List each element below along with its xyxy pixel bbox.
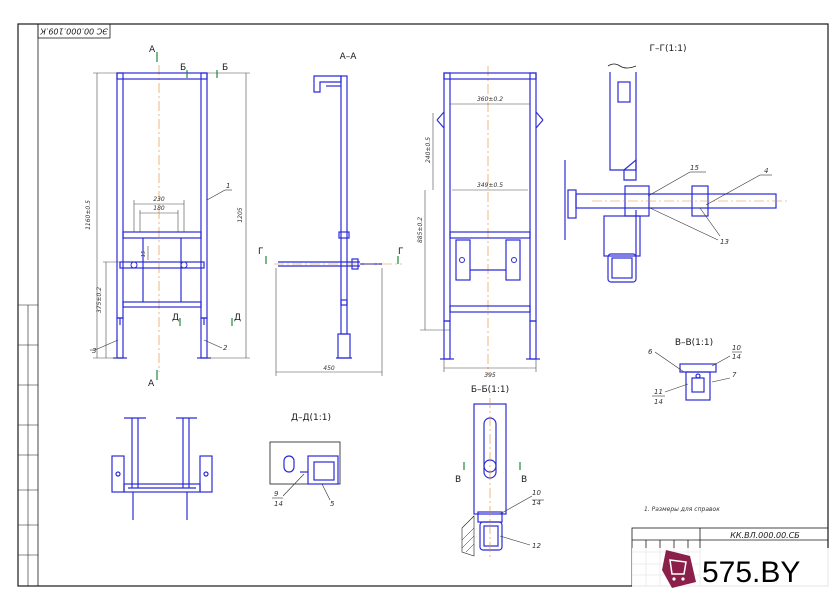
dim-front-left-b: 885±0.2 xyxy=(417,217,424,243)
callout-14-vv2: 14 xyxy=(654,398,663,406)
logo-text: 575.BY xyxy=(702,556,800,589)
callout-15: 15 xyxy=(690,164,699,172)
plan-view xyxy=(111,417,213,520)
sheet-frame xyxy=(17,23,829,587)
cut-label-b-left: Б xyxy=(180,63,186,73)
site-logo: 575.BY xyxy=(632,548,832,592)
dim-lower-height: 375±0.2 xyxy=(96,287,103,313)
section-vv-title: В–В(1:1) xyxy=(675,338,713,348)
callout-7: 7 xyxy=(732,371,737,379)
section-gg-title: Г–Г(1:1) xyxy=(650,44,687,54)
dim-aa-width: 450 xyxy=(323,365,335,372)
cut-label-d-right: Д xyxy=(234,313,241,323)
stamp-code: ЭС 00.000.109.К xyxy=(40,27,109,36)
dim-height-total: 1160±0.5 xyxy=(85,200,92,230)
cut-label-v-right: В xyxy=(521,475,527,485)
callout-11: 11 xyxy=(654,388,663,396)
dim-230: 230 xyxy=(153,196,165,203)
cut-label-b-right: Б xyxy=(222,63,228,73)
callout-10-bb: 10 xyxy=(532,489,541,497)
cut-label-a-bottom: А xyxy=(148,379,155,389)
cut-label-v-left: В xyxy=(455,475,461,485)
dim-180: 180 xyxy=(153,205,165,212)
callout-12: 12 xyxy=(532,542,541,550)
dim-front-top: 360±0.2 xyxy=(477,96,503,103)
section-gg-view: Г–Г(1:1) 15 4 13 xyxy=(564,44,790,283)
section-dd-view: Д–Д(1:1) 9 14 5 xyxy=(269,413,341,508)
callout-14-vv: 14 xyxy=(732,353,741,361)
cut-label-g-left: Г xyxy=(258,247,264,257)
section-aa-title: А–А xyxy=(340,52,358,62)
dim-front-left-a: 240±0.5 xyxy=(425,137,432,163)
callout-9: 9 xyxy=(274,490,279,498)
callout-5: 5 xyxy=(330,500,335,508)
callout-14-dd: 14 xyxy=(274,500,283,508)
callout-10-vv: 10 xyxy=(732,344,741,352)
cut-label-d-left: Д xyxy=(172,313,179,323)
callout-2: 2 xyxy=(223,344,228,352)
dim-front-bottom: 395 xyxy=(484,372,496,379)
dim-front-mid: 349±0.5 xyxy=(477,182,503,189)
technical-note: 1. Размеры для справок xyxy=(644,506,720,513)
section-vv-view: В–В(1:1) 6 10 14 7 11 14 xyxy=(648,338,742,406)
front-view-left: 1160±0.5 375±0.2 1205 230 180 15 1 3 2 А… xyxy=(85,45,250,389)
dim-height-right: 1205 xyxy=(237,207,244,222)
dim-small-tick: 15 xyxy=(141,251,147,257)
section-bb-view: Б–Б(1:1) В В 10 14 12 xyxy=(455,385,544,560)
logo-cart-icon xyxy=(662,550,696,588)
section-bb-title: Б–Б(1:1) xyxy=(471,385,509,395)
callout-3: 3 xyxy=(92,347,96,355)
callout-13: 13 xyxy=(720,238,729,246)
callout-1: 1 xyxy=(226,182,230,190)
callout-4: 4 xyxy=(764,167,768,175)
cut-label-g-right: Г xyxy=(398,247,404,257)
section-aa-view: А–А 450 Г Г xyxy=(258,52,404,376)
front-view-right: 360±0.2 349±0.5 240±0.5 885±0.2 395 xyxy=(417,66,544,379)
cut-label-a-top: А xyxy=(149,45,156,55)
callout-6: 6 xyxy=(648,348,653,356)
stamp-box: ЭС 00.000.109.К xyxy=(37,23,111,39)
section-dd-title: Д–Д(1:1) xyxy=(291,413,331,423)
callout-14-bb: 14 xyxy=(532,499,541,507)
title-code: КК.ВЛ.000.00.СБ xyxy=(730,531,800,540)
